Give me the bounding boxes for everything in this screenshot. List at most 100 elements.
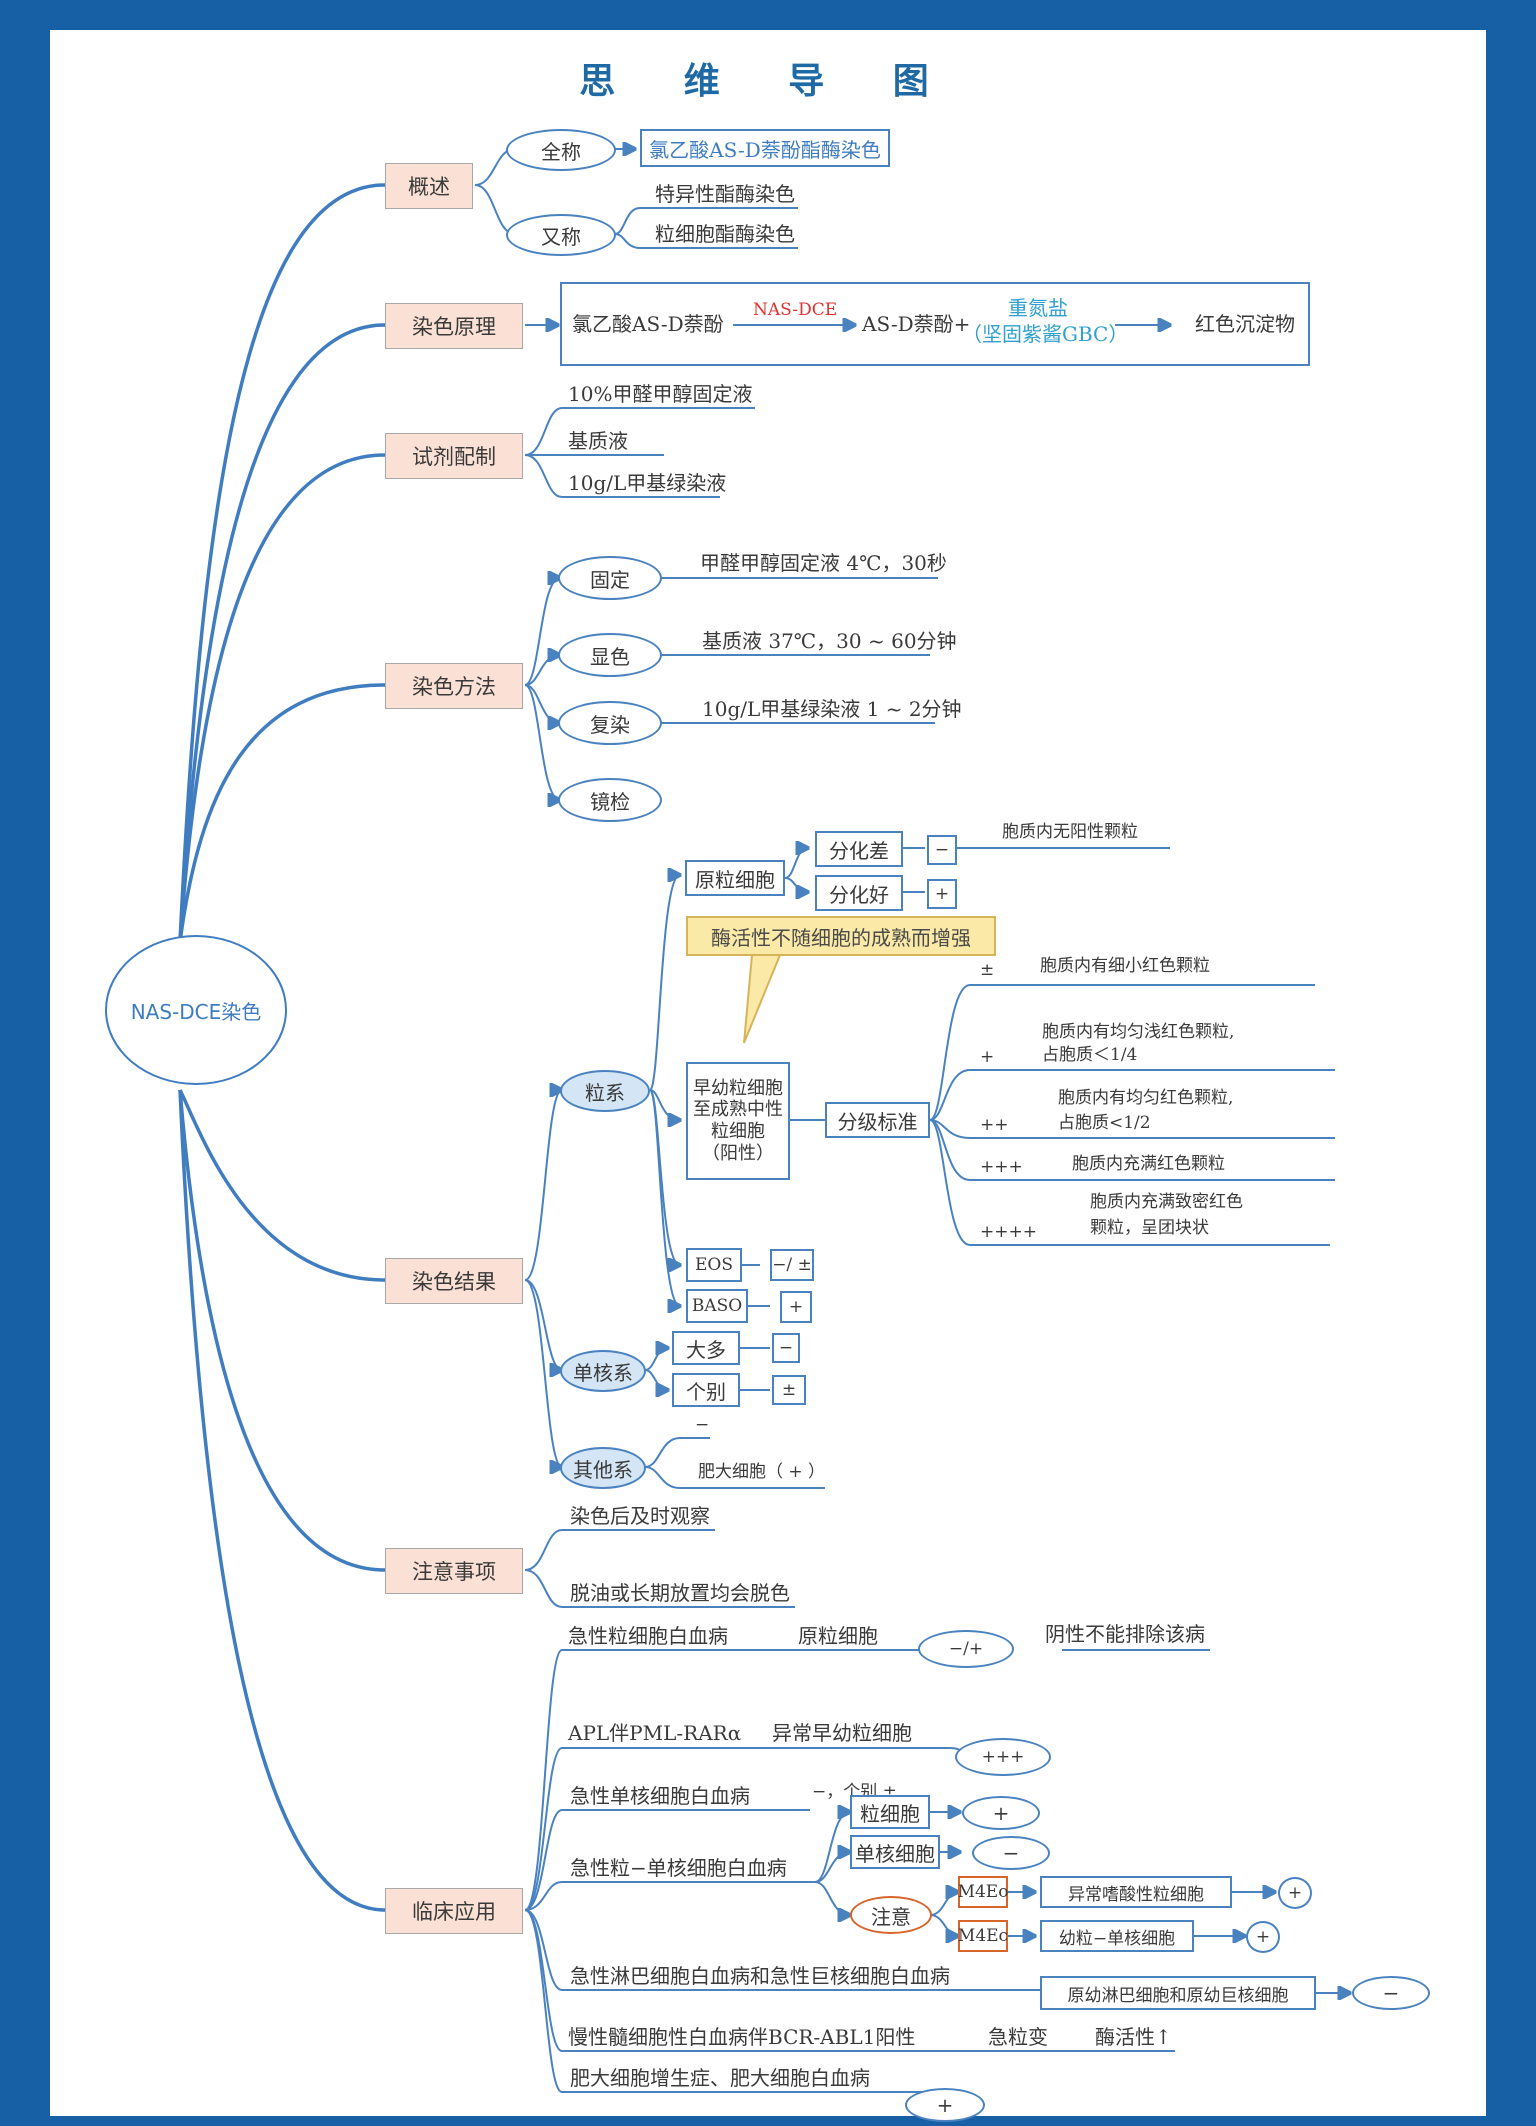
principle-reagent-1: 重氮盐	[1008, 296, 1068, 320]
poor-diff-box: 分化差	[815, 831, 903, 867]
clinical-aml: 急性粒细胞白血病	[568, 1624, 728, 1648]
promyelocyte-line-3: 粒细胞	[711, 1121, 765, 1142]
principle-result: 红色沉淀物	[1195, 312, 1295, 336]
clinical-amol: 急性单核细胞白血病	[570, 1784, 750, 1808]
ammol-mono-box: 单核细胞	[850, 1835, 940, 1869]
eos-sign: −/ ±	[770, 1249, 814, 1281]
method-step-counterstain: 复染	[558, 701, 662, 745]
principle-box	[560, 282, 1310, 366]
ammol-gran-box: 粒细胞	[850, 1795, 930, 1829]
principle-enzyme: NAS-DCE	[753, 300, 838, 320]
reagent-item-2: 基质液	[568, 429, 628, 453]
m4eo-cell-box: 异常嗜酸性粒细胞	[1040, 1876, 1232, 1908]
ammol-gran-sign: +	[962, 1796, 1040, 1830]
grade-sign-5: ++++	[980, 1222, 1037, 1242]
baso-box: BASO	[686, 1289, 748, 1323]
category-notes: 注意事项	[385, 1548, 523, 1594]
callout-pointer	[743, 955, 782, 1044]
clinical-mast: 肥大细胞增生症、肥大细胞白血病	[570, 2066, 870, 2090]
category-results: 染色结果	[385, 1258, 523, 1304]
eos-box: EOS	[686, 1248, 742, 1282]
clinical-all-sign: −	[1352, 1976, 1430, 2010]
m4eo-sign: +	[1278, 1877, 1312, 1909]
full-name-box: 氯乙酸AS-D萘酚酯酶染色	[640, 129, 890, 167]
clinical-cml: 慢性髓细胞性白血病伴BCR-ABL1阳性	[568, 2025, 916, 2049]
granulocyte-node: 粒系	[560, 1070, 650, 1112]
ammol-attention-node: 注意	[850, 1896, 932, 1934]
clinical-aml-note: 阴性不能排除该病	[1045, 1622, 1205, 1646]
poor-diff-sign: −	[927, 835, 957, 865]
m4ec-box: M4Ec	[958, 1920, 1008, 1952]
clinical-aml-cell: 原粒细胞	[798, 1624, 878, 1648]
clinical-apl-cell: 异常早幼粒细胞	[772, 1721, 912, 1745]
alias-2: 粒细胞酯酶染色	[655, 222, 795, 246]
principle-product: AS-D萘酚+	[862, 312, 971, 336]
monocyte-most-sign: −	[772, 1333, 800, 1363]
other-lineage-negative: −	[695, 1415, 710, 1435]
myeloblast-box: 原粒细胞	[685, 860, 785, 896]
grade-text-4a: 胞质内充满红色颗粒	[1072, 1154, 1225, 1174]
full-name-node: 全称	[506, 129, 616, 171]
poor-diff-note: 胞质内无阳性颗粒	[1002, 822, 1138, 842]
good-diff-box: 分化好	[815, 875, 903, 911]
m4ec-cell-box: 幼粒−单核细胞	[1040, 1920, 1194, 1952]
grade-sign-4: +++	[980, 1157, 1023, 1177]
monocyte-most-box: 大多	[672, 1331, 740, 1365]
grade-text-3b: 占胞质<1/2	[1058, 1113, 1151, 1133]
alias-node: 又称	[506, 214, 616, 256]
reagent-item-1: 10%甲醛甲醇固定液	[568, 382, 753, 406]
method-step-fix: 固定	[558, 556, 662, 600]
category-principle: 染色原理	[385, 303, 523, 349]
monocyte-few-box: 个别	[672, 1373, 740, 1407]
note-item-2: 脱油或长期放置均会脱色	[570, 1581, 790, 1605]
grade-text-2a: 胞质内有均匀浅红色颗粒,	[1042, 1022, 1235, 1042]
clinical-ammol: 急性粒−单核细胞白血病	[570, 1856, 787, 1880]
grade-text-3a: 胞质内有均匀红色颗粒,	[1058, 1088, 1234, 1108]
other-lineage-mast: 肥大细胞（ + ）	[698, 1462, 826, 1482]
promyelocyte-box: 早幼粒细胞 至成熟中性 粒细胞 （阳性）	[686, 1062, 790, 1180]
clinical-aml-sign: −/+	[918, 1630, 1014, 1668]
category-reagents: 试剂配制	[385, 433, 523, 479]
method-step-fix-detail: 甲醛甲醇固定液 4℃，30秒	[700, 551, 947, 575]
grade-sign-3: ++	[980, 1115, 1009, 1135]
promyelocyte-line-1: 早幼粒细胞	[693, 1077, 783, 1099]
principle-reagent-2: （坚固紫酱GBC）	[962, 322, 1129, 346]
category-clinical: 临床应用	[385, 1888, 523, 1934]
promyelocyte-line-2: 至成熟中性	[693, 1099, 783, 1121]
connector-lines	[178, 30, 1486, 2106]
clinical-apl: APL伴PML-RARα	[568, 1721, 742, 1745]
grade-text-5a: 胞质内充满致密红色	[1090, 1192, 1243, 1212]
method-step-microscopy: 镜检	[558, 778, 662, 822]
page-title: 思 维 导 图	[579, 61, 957, 102]
mind-map-canvas: 思 维 导 图 NAS-DCE染色 概述 染色原理 试剂配制 染色方法 染色结果…	[50, 30, 1486, 2122]
method-step-counterstain-detail: 10g/L甲基绿染液 1 ~ 2分钟	[702, 697, 962, 721]
clinical-apl-sign: +++	[955, 1738, 1051, 1776]
m4eo-box: M4Eo	[958, 1876, 1008, 1908]
grade-sign-2: +	[980, 1047, 995, 1067]
other-lineage-node: 其他系	[560, 1447, 646, 1489]
m4ec-sign: +	[1246, 1921, 1280, 1953]
promyelocyte-line-4: （阳性）	[702, 1142, 774, 1164]
grading-box: 分级标准	[825, 1102, 930, 1138]
reagent-item-3: 10g/L甲基绿染液	[568, 471, 727, 495]
grade-sign-1: ±	[980, 960, 995, 980]
clinical-mast-sign: +	[905, 2088, 985, 2122]
grade-text-1a: 胞质内有细小红色颗粒	[1040, 956, 1210, 976]
principle-substrate: 氯乙酸AS-D萘酚	[572, 312, 724, 336]
method-step-color: 显色	[558, 633, 662, 677]
category-overview: 概述	[385, 163, 473, 209]
category-method: 染色方法	[385, 663, 523, 709]
clinical-all-cell: 原幼淋巴细胞和原幼巨核细胞	[1040, 1976, 1316, 2010]
clinical-cml-phase: 急粒变	[988, 2025, 1048, 2049]
callout-note: 酶活性不随细胞的成熟而增强	[686, 916, 996, 956]
method-step-color-detail: 基质液 37℃，30 ~ 60分钟	[702, 629, 957, 653]
alias-1: 特异性酯酶染色	[655, 182, 795, 206]
ammol-mono-sign: −	[972, 1836, 1050, 1870]
baso-sign: +	[780, 1291, 812, 1323]
clinical-cml-note: 酶活性↑	[1095, 2025, 1172, 2049]
monocyte-few-sign: ±	[772, 1375, 806, 1405]
note-item-1: 染色后及时观察	[570, 1504, 710, 1528]
good-diff-sign: +	[927, 879, 957, 909]
monocyte-node: 单核系	[560, 1350, 646, 1392]
grade-text-5b: 颗粒，呈团块状	[1090, 1218, 1209, 1238]
